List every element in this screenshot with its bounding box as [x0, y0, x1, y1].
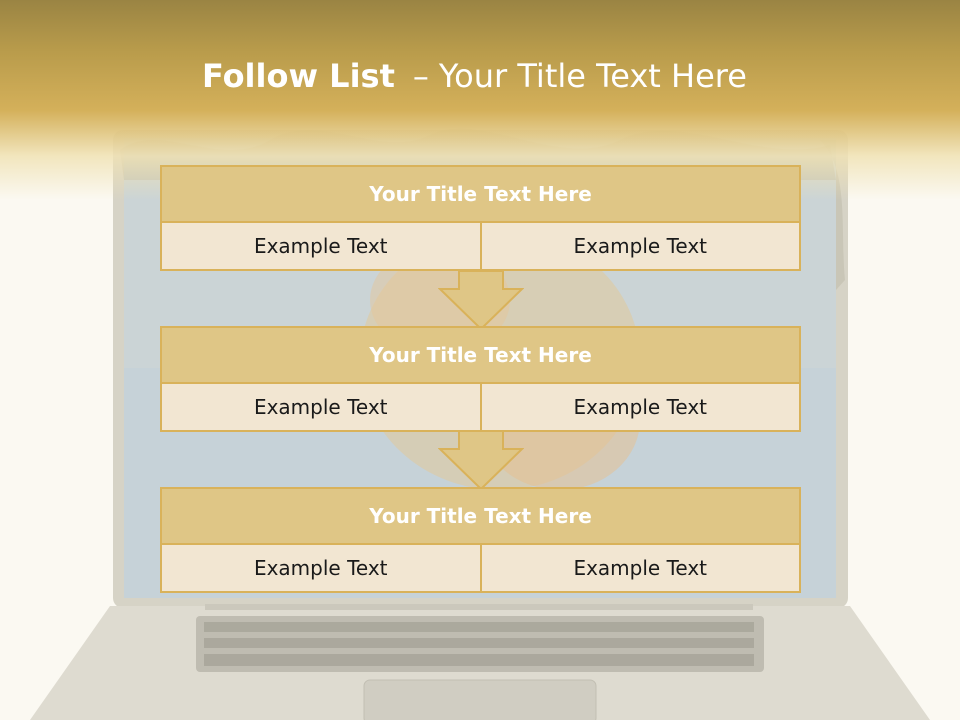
- block-cell-left: Example Text: [253, 556, 388, 580]
- block-cell-right: Example Text: [479, 545, 800, 591]
- page-title: Follow List–Your Title Text Here: [202, 55, 747, 97]
- block-cell-left: Example Text: [253, 234, 388, 258]
- down-arrow-icon: [438, 271, 524, 331]
- block-title: Your Title Text Here: [162, 489, 799, 545]
- block-row: Example Text Example Text: [162, 384, 799, 430]
- title-rest: Your Title Text Here: [438, 57, 747, 95]
- block-cell-right: Example Text: [479, 384, 800, 430]
- block-cell-right: Example Text: [479, 223, 800, 269]
- list-block-3: Your Title Text Here Example Text Exampl…: [160, 487, 801, 593]
- down-arrow-icon: [438, 431, 524, 491]
- block-title: Your Title Text Here: [162, 167, 799, 223]
- block-row: Example Text Example Text: [162, 223, 799, 269]
- block-row: Example Text Example Text: [162, 545, 799, 591]
- list-block-1: Your Title Text Here Example Text Exampl…: [160, 165, 801, 271]
- title-bold-part: Follow List: [202, 57, 395, 95]
- title-dash: –: [412, 57, 429, 95]
- block-title: Your Title Text Here: [162, 328, 799, 384]
- list-block-2: Your Title Text Here Example Text Exampl…: [160, 326, 801, 432]
- block-cell-left: Example Text: [253, 395, 388, 419]
